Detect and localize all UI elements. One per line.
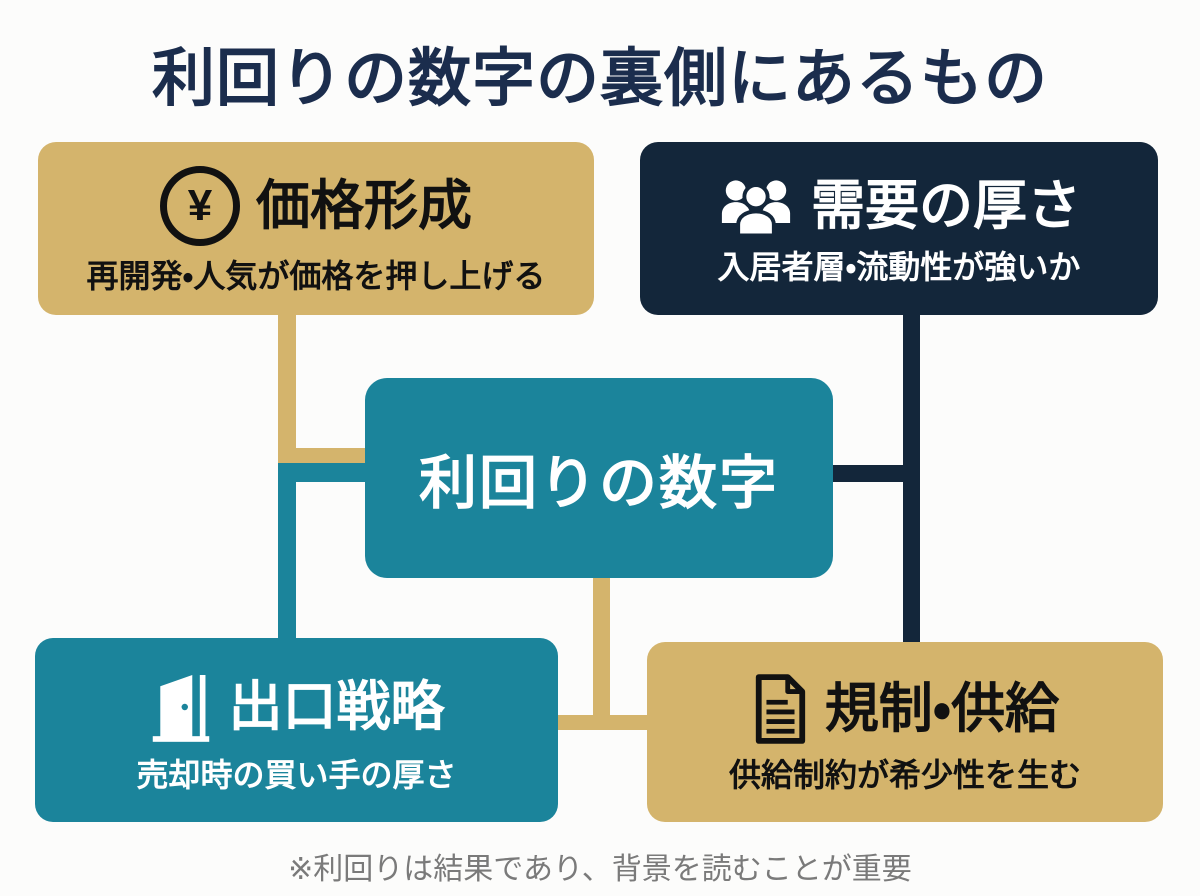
connector-exit-horizontal <box>278 463 370 482</box>
footer-note: ※利回りは結果であり、背景を読むことが重要 <box>288 853 912 886</box>
regulation-title: 規制・供給 <box>824 679 1060 739</box>
exit-title: 出口戦略 <box>228 677 445 737</box>
node-demand-depth: 需要の厚さ 入居者層・流動性が強いか <box>640 142 1158 315</box>
price-title-row: ¥ 価格形成 <box>160 165 472 246</box>
connector-price-vertical <box>278 313 296 458</box>
price-title: 価格形成 <box>256 175 472 236</box>
yen-circle-icon: ¥ <box>160 165 240 246</box>
exit-title-row: 出口戦略 <box>149 669 445 745</box>
door-icon <box>149 669 213 745</box>
node-regulation-supply: 規制・供給 供給制約が希少性を生む <box>647 642 1163 822</box>
node-price-formation: ¥ 価格形成 再開発・人気が価格を押し上げる <box>38 142 594 315</box>
connector-demand-vertical <box>903 313 920 647</box>
connector-exit-vertical <box>278 463 296 643</box>
connector-bottom-horizontal <box>553 715 651 730</box>
demand-title: 需要の厚さ <box>811 175 1081 236</box>
connector-demand-horizontal <box>828 465 903 482</box>
demand-subtitle: 入居者層・流動性が強いか <box>717 248 1081 285</box>
price-subtitle: 再開発・人気が価格を押し上げる <box>86 257 546 294</box>
regulation-subtitle: 供給制約が希少性を生む <box>728 757 1081 793</box>
demand-title-row: 需要の厚さ <box>717 175 1081 237</box>
node-yield-number: 利回りの数字 <box>365 378 833 578</box>
yen-glyph: ¥ <box>187 180 213 230</box>
node-exit-strategy: 出口戦略 売却時の買い手の厚さ <box>35 638 558 822</box>
regulation-title-row: 規制・供給 <box>751 673 1059 745</box>
page-title: 利回りの数字の裏側にあるもの <box>152 44 1048 114</box>
center-label: 利回りの数字 <box>418 451 779 516</box>
document-icon <box>751 673 809 745</box>
connector-price-horizontal <box>278 448 370 463</box>
connector-center-bottom-vertical <box>593 572 610 730</box>
people-icon <box>717 175 795 237</box>
exit-subtitle: 売却時の買い手の厚さ <box>136 757 457 793</box>
